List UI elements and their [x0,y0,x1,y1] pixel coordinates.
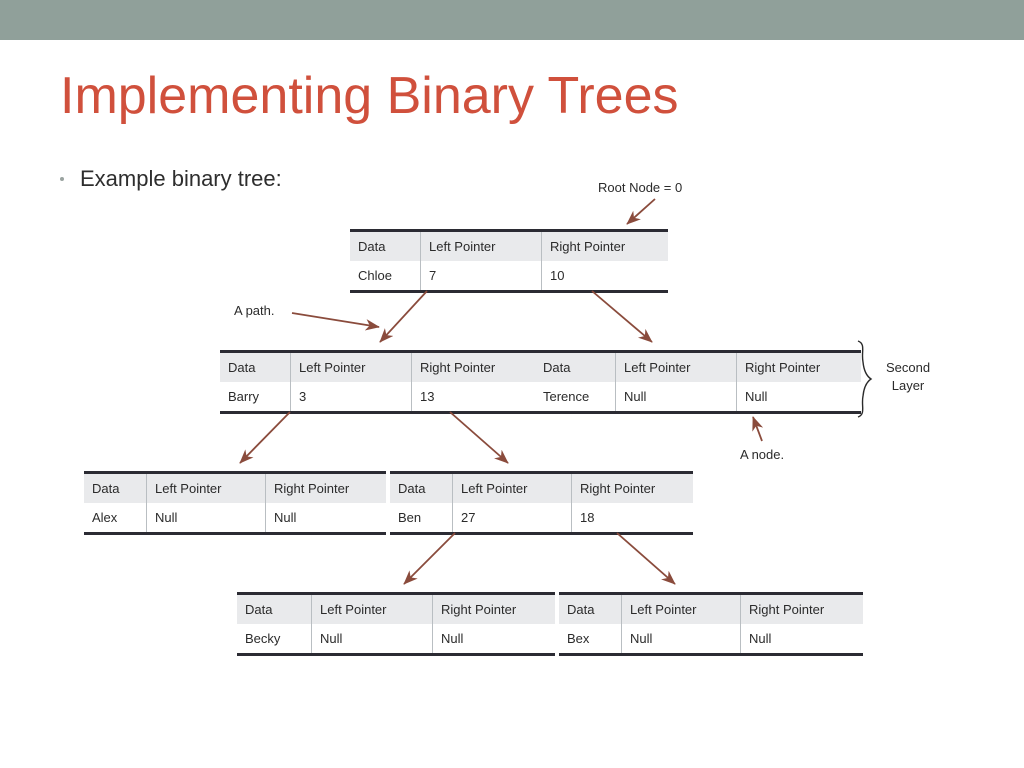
column-header-data: Data [237,593,312,624]
column-header-left-pointer: Left Pointer [615,351,737,382]
column-header-right-pointer: Right Pointer [736,351,861,382]
arrow-barry-to-ben [449,411,509,464]
cell-right-pointer: Null [432,624,555,655]
column-header-right-pointer: Right Pointer [432,593,555,624]
column-header-right-pointer: Right Pointer [571,472,693,503]
arrow-root-node-callout [626,198,656,225]
arrow-a-node-callout [752,416,764,442]
column-header-data: Data [84,472,147,503]
cell-data: Bex [559,624,622,655]
node-table-terence: Data Left Pointer Right Pointer Terence … [535,350,861,414]
node-table-alex: Data Left Pointer Right Pointer Alex Nul… [84,471,386,535]
column-header-data: Data [390,472,453,503]
cell-data: Alex [84,503,147,534]
table-row: Becky Null Null [237,624,555,655]
cell-right-pointer: 18 [571,503,693,534]
table-header-row: Data Left Pointer Right Pointer [535,351,861,382]
cell-right-pointer: 13 [411,382,538,413]
cell-right-pointer: Null [736,382,861,413]
column-header-data: Data [220,351,291,382]
table-row: Alex Null Null [84,503,386,534]
table-row: Terence Null Null [535,382,861,413]
bullet-dot-icon [60,177,64,181]
column-header-left-pointer: Left Pointer [420,230,542,261]
arrow-barry-to-alex [239,411,291,464]
annotation-a-path: A path. [234,303,275,318]
table-header-row: Data Left Pointer Right Pointer [220,351,538,382]
table-row: Barry 3 13 [220,382,538,413]
table-header-row: Data Left Pointer Right Pointer [237,593,555,624]
column-header-right-pointer: Right Pointer [541,230,668,261]
column-header-left-pointer: Left Pointer [621,593,741,624]
table-header-row: Data Left Pointer Right Pointer [350,230,668,261]
table-row: Chloe 7 10 [350,261,668,292]
column-header-left-pointer: Left Pointer [311,593,433,624]
node-table-bex: Data Left Pointer Right Pointer Bex Null… [559,592,863,656]
cell-left-pointer: 7 [420,261,542,292]
column-header-data: Data [535,351,616,382]
column-header-data: Data [559,593,622,624]
cell-left-pointer: Null [621,624,741,655]
cell-data: Barry [220,382,291,413]
cell-left-pointer: 3 [290,382,412,413]
page-title: Implementing Binary Trees [60,67,679,125]
annotation-second-layer-line2: Layer [891,377,925,393]
column-header-left-pointer: Left Pointer [146,472,266,503]
column-header-data: Data [350,230,421,261]
cell-data: Chloe [350,261,421,292]
annotation-second-layer: Second Layer [876,359,940,394]
annotation-a-node: A node. [740,447,785,462]
column-header-right-pointer: Right Pointer [411,351,538,382]
slide-top-banner [0,0,1024,40]
column-header-right-pointer: Right Pointer [265,472,386,503]
table-header-row: Data Left Pointer Right Pointer [559,593,863,624]
arrow-ben-to-bex [616,532,676,585]
arrow-ben-to-becky [403,532,456,585]
table-header-row: Data Left Pointer Right Pointer [390,472,693,503]
cell-right-pointer: 10 [541,261,668,292]
table-row: Ben 27 18 [390,503,693,534]
arrow-root-to-terence [591,290,653,343]
node-table-becky: Data Left Pointer Right Pointer Becky Nu… [237,592,555,656]
cell-data: Ben [390,503,453,534]
arrow-root-to-barry [379,290,428,343]
cell-left-pointer: Null [146,503,266,534]
column-header-right-pointer: Right Pointer [740,593,863,624]
column-header-left-pointer: Left Pointer [452,472,572,503]
cell-right-pointer: Null [740,624,863,655]
annotation-root-node: Root Node = 0 [598,180,683,195]
table-row: Bex Null Null [559,624,863,655]
bullet-item: Example binary tree: [60,166,282,192]
column-header-left-pointer: Left Pointer [290,351,412,382]
node-table-barry: Data Left Pointer Right Pointer Barry 3 … [220,350,538,414]
cell-left-pointer: Null [311,624,433,655]
cell-data: Becky [237,624,312,655]
annotation-second-layer-line1: Second [885,360,931,375]
bullet-item-label: Example binary tree: [80,166,282,191]
table-header-row: Data Left Pointer Right Pointer [84,472,386,503]
node-table-root: Data Left Pointer Right Pointer Chloe 7 … [350,229,668,293]
cell-left-pointer: Null [615,382,737,413]
cell-right-pointer: Null [265,503,386,534]
cell-left-pointer: 27 [452,503,572,534]
cell-data: Terence [535,382,616,413]
node-table-ben: Data Left Pointer Right Pointer Ben 27 1… [390,471,693,535]
arrow-a-path-callout [291,312,380,331]
